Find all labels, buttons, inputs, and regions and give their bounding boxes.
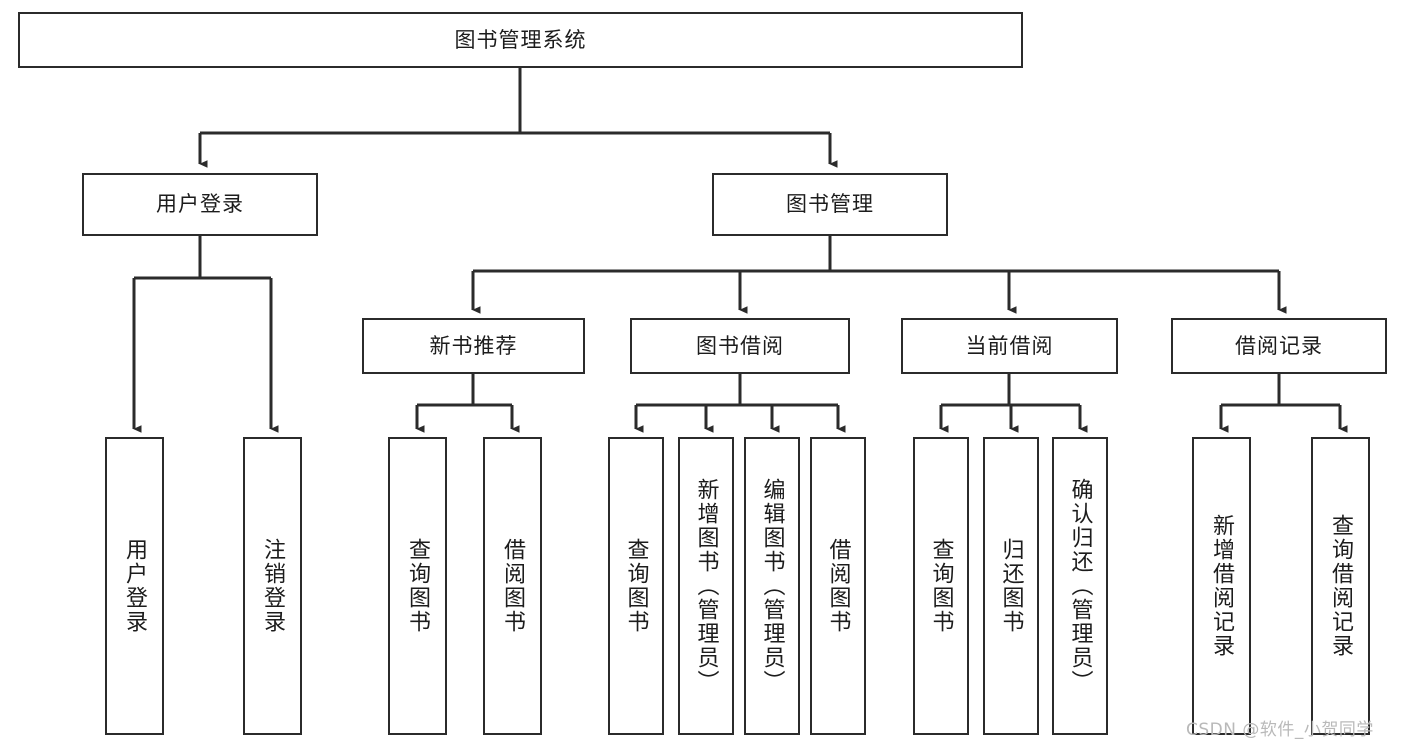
node-leaf-user-login[interactable]: 用户登录 (105, 437, 164, 735)
node-book-borrow[interactable]: 图书借阅 (630, 318, 850, 374)
node-label: 新书推荐 (429, 333, 518, 358)
node-leaf-confirm-return-admin[interactable]: 确认归还（管理员） (1052, 437, 1108, 735)
node-label: 注销登录 (260, 538, 286, 634)
node-user-login[interactable]: 用户登录 (82, 173, 318, 236)
node-label: 新增借阅记录 (1209, 514, 1235, 658)
node-leaf-logout-login[interactable]: 注销登录 (243, 437, 302, 735)
node-label: 用户登录 (156, 192, 244, 217)
node-label: 确认归还（管理员） (1067, 478, 1093, 694)
node-label: 借阅图书 (500, 538, 526, 634)
node-leaf-query-book-borrow[interactable]: 查询图书 (608, 437, 664, 735)
node-label: 归还图书 (998, 538, 1024, 634)
node-new-book-recommend[interactable]: 新书推荐 (362, 318, 585, 374)
node-leaf-return-book[interactable]: 归还图书 (983, 437, 1039, 735)
node-borrow-record[interactable]: 借阅记录 (1171, 318, 1387, 374)
node-leaf-query-borrow-record[interactable]: 查询借阅记录 (1311, 437, 1370, 735)
node-label: 新增图书（管理员） (693, 478, 719, 694)
node-label: 借阅图书 (825, 538, 851, 634)
node-leaf-query-book-current[interactable]: 查询图书 (913, 437, 969, 735)
node-book-manage[interactable]: 图书管理 (712, 173, 948, 236)
watermark-text: CSDN @软件_小贺同学 (1186, 720, 1374, 740)
node-current-borrow[interactable]: 当前借阅 (901, 318, 1118, 374)
node-leaf-edit-book-admin[interactable]: 编辑图书（管理员） (744, 437, 800, 735)
node-label: 查询图书 (405, 538, 431, 634)
node-label: 图书借阅 (696, 333, 784, 358)
node-leaf-add-borrow-record[interactable]: 新增借阅记录 (1192, 437, 1251, 735)
node-label: 图书管理系统 (454, 27, 587, 52)
node-leaf-query-book-recommend[interactable]: 查询图书 (388, 437, 447, 735)
node-label: 图书管理 (786, 192, 874, 217)
node-label: 查询图书 (623, 538, 649, 634)
node-label: 当前借阅 (965, 333, 1054, 358)
node-label: 用户登录 (122, 538, 148, 634)
node-label: 查询借阅记录 (1328, 514, 1354, 658)
node-leaf-borrow-book[interactable]: 借阅图书 (810, 437, 866, 735)
node-label: 借阅记录 (1235, 333, 1323, 358)
node-leaf-add-book-admin[interactable]: 新增图书（管理员） (678, 437, 734, 735)
node-root-system[interactable]: 图书管理系统 (18, 12, 1023, 68)
node-label: 编辑图书（管理员） (759, 478, 785, 694)
node-leaf-borrow-book-recommend[interactable]: 借阅图书 (483, 437, 542, 735)
node-label: 查询图书 (928, 538, 954, 634)
